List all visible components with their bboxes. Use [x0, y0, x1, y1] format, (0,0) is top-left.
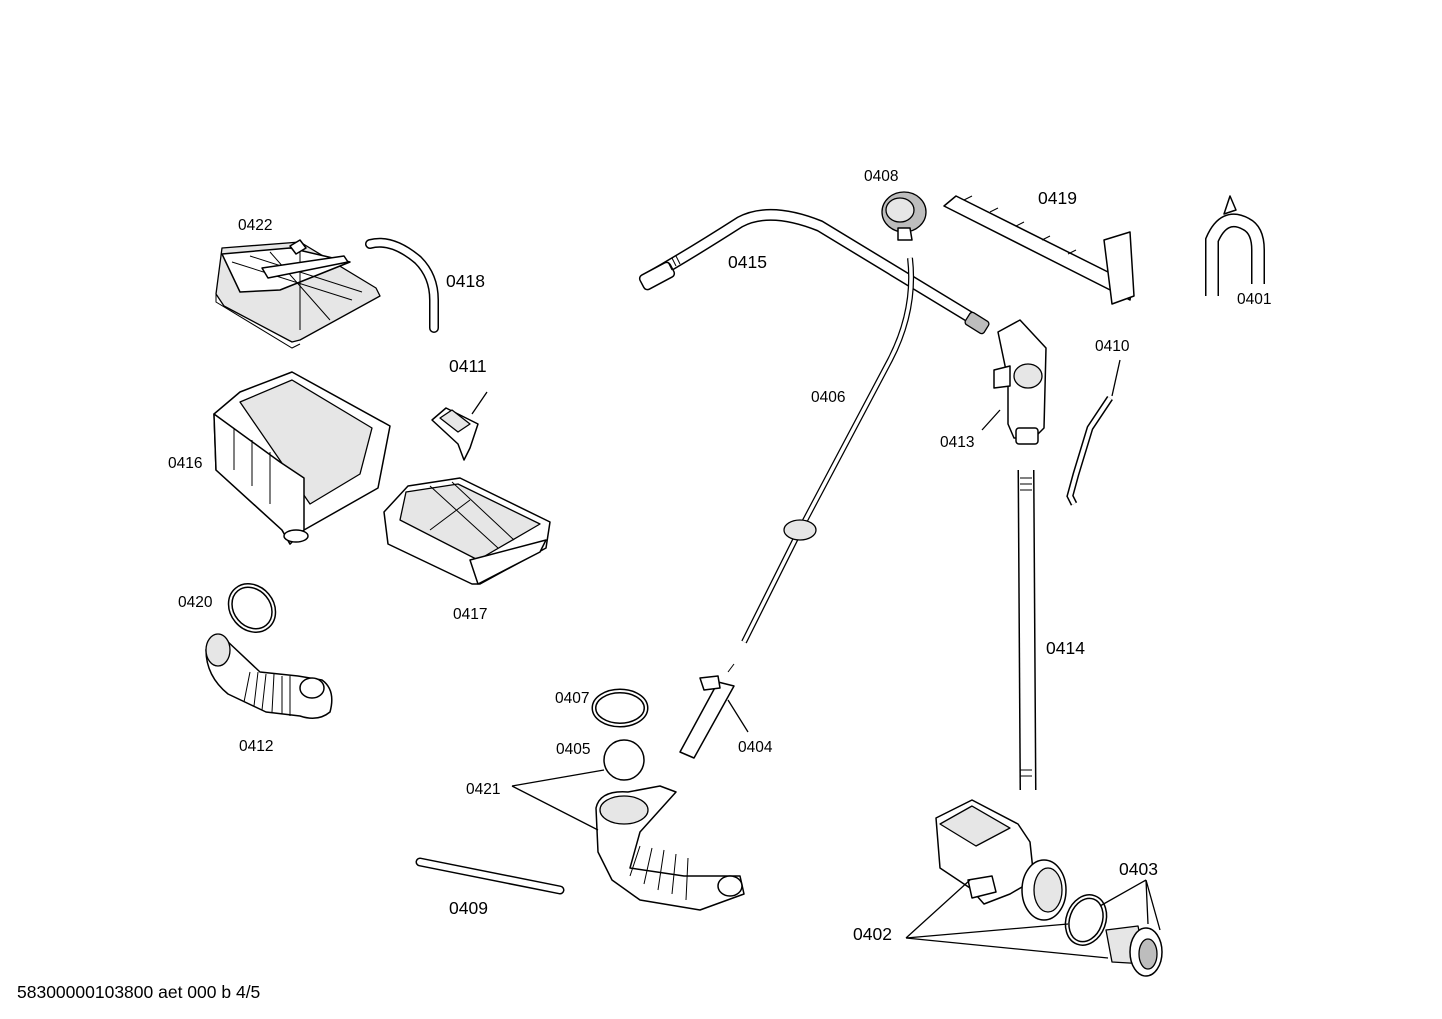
label-0421: 0421 — [466, 781, 500, 798]
label-0418: 0418 — [446, 271, 485, 291]
part-0415-pipe — [638, 208, 990, 335]
part-0413-valve — [993, 319, 1047, 445]
label-0420: 0420 — [178, 594, 213, 611]
label-0409: 0409 — [449, 898, 488, 918]
part-0410-rod — [1066, 396, 1113, 506]
label-0405: 0405 — [556, 741, 590, 758]
part-0418-small-hose — [365, 237, 439, 333]
document-code-footer: 58300000103800 aet 000 b 4/5 — [17, 982, 260, 1002]
part-0414-long-hose — [1017, 469, 1037, 791]
part-0411-bracket — [431, 407, 479, 461]
label-0401: 0401 — [1237, 291, 1271, 308]
part-0402-drain-pump — [935, 799, 1067, 921]
label-0404: 0404 — [738, 739, 773, 756]
label-0414: 0414 — [1046, 638, 1085, 658]
part-0420-ring — [227, 583, 277, 633]
part-0403-ring-and-filter — [1064, 894, 1163, 977]
label-0413: 0413 — [940, 434, 974, 451]
label-0419: 0419 — [1038, 188, 1077, 208]
part-0408-pressure-switch — [881, 191, 927, 241]
label-0408: 0408 — [864, 168, 898, 185]
label-0416: 0416 — [168, 455, 202, 472]
part-0409-tube — [415, 857, 565, 895]
label-0411: 0411 — [449, 356, 487, 376]
label-0415: 0415 — [728, 252, 767, 272]
part-0404-sensor — [679, 663, 735, 759]
part-0417-detergent-drawer — [383, 477, 551, 585]
label-0412: 0412 — [239, 738, 273, 755]
label-0403: 0403 — [1119, 859, 1158, 879]
label-0407: 0407 — [555, 690, 589, 707]
label-0417: 0417 — [453, 606, 487, 623]
part-0405-ball — [603, 739, 645, 781]
part-0412-bellows-hose — [205, 633, 333, 719]
part-0422-dispenser-lid — [215, 239, 381, 349]
label-0402: 0402 — [853, 924, 892, 944]
label-0406: 0406 — [811, 389, 845, 406]
leader-lines — [471, 359, 1161, 959]
part-0407-ring — [591, 688, 649, 728]
part-0406-pressure-hose — [741, 257, 915, 644]
part-0401-hook — [1205, 195, 1265, 296]
part-0419-rail — [943, 195, 1135, 305]
part-0416-dispenser-housing — [213, 371, 391, 545]
label-0410: 0410 — [1095, 338, 1130, 355]
part-0421-sump-hose — [595, 785, 745, 911]
label-0422: 0422 — [238, 217, 272, 234]
